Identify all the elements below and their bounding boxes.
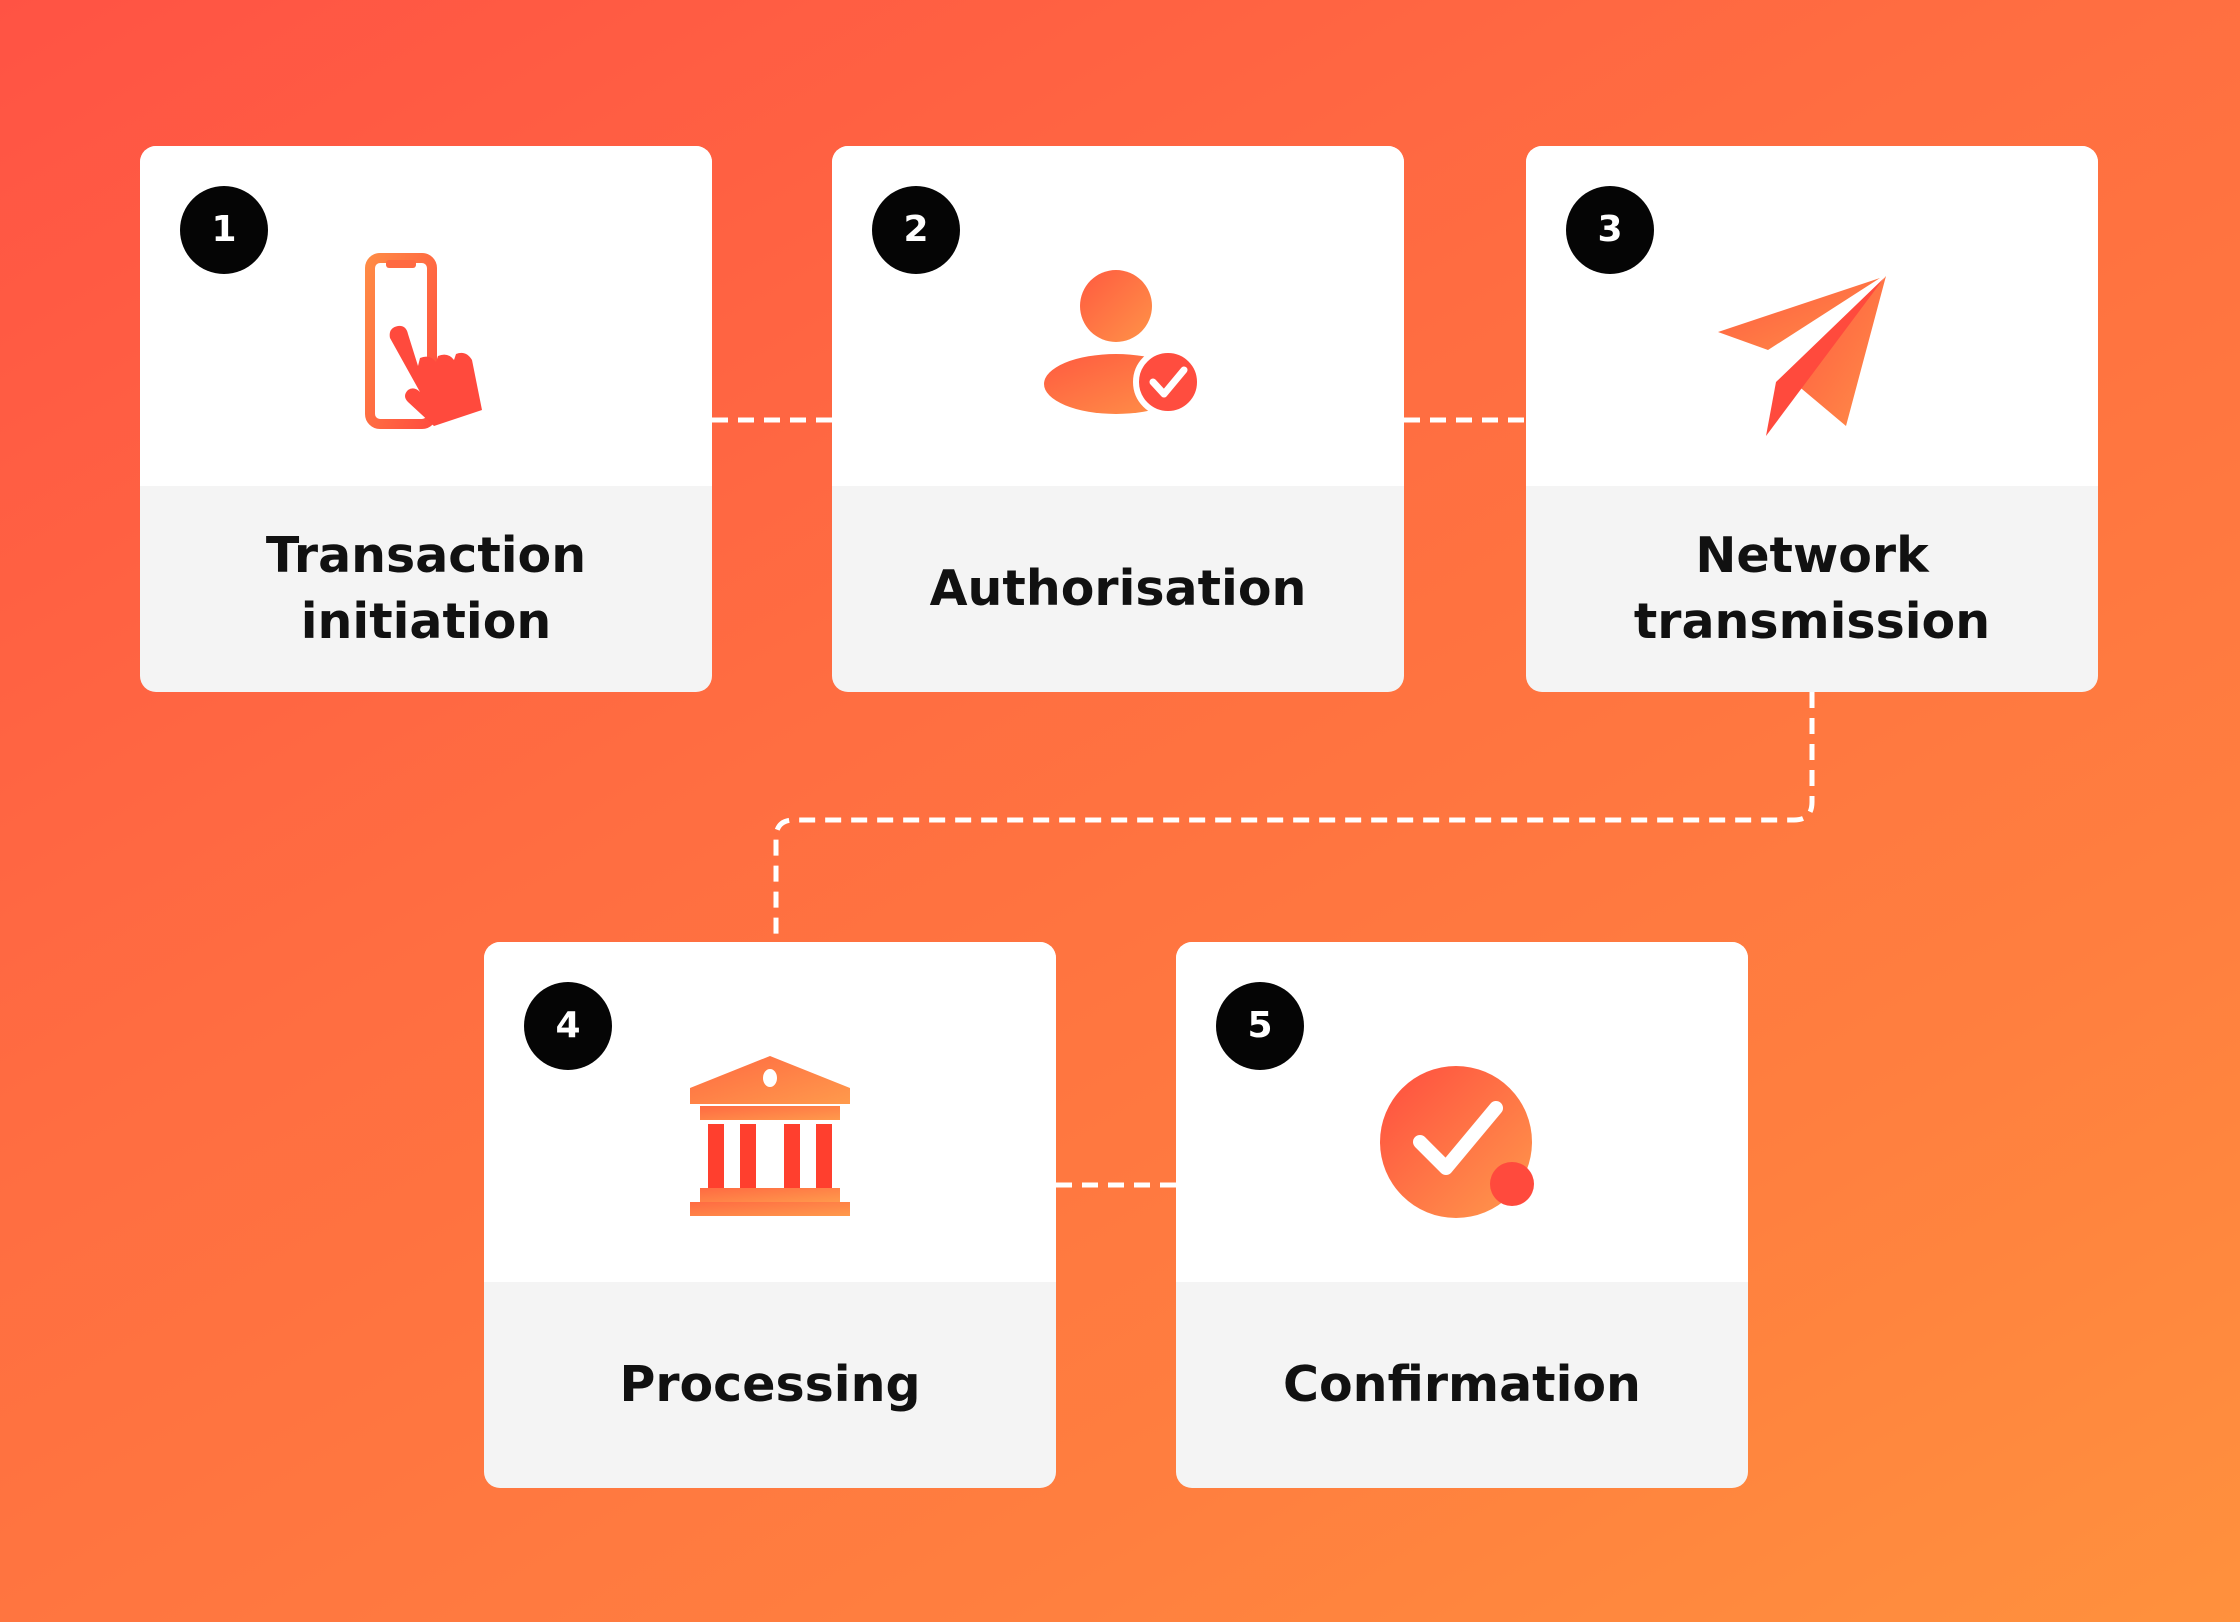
step-card-network-transmission: 3 Network transmission [1526, 146, 2098, 692]
step-label: Processing [619, 1356, 921, 1413]
step-label: Network transmission [1633, 527, 1991, 650]
step-card-processing: 4 Processing [484, 942, 1056, 1488]
step-card-authorisation: 2 Authorisation [832, 146, 1404, 692]
bank-icon [690, 1056, 850, 1216]
connector-3-4 [773, 692, 1815, 942]
step-number-badge: 5 [1216, 982, 1304, 1070]
check-circle-icon [1380, 1066, 1534, 1218]
step-label: Transaction initiation [265, 527, 587, 650]
phone-tap-icon [365, 253, 482, 429]
step-number-badge: 4 [524, 982, 612, 1070]
step-number-badge: 2 [872, 186, 960, 274]
step-number-badge: 3 [1566, 186, 1654, 274]
step-card-transaction-initiation: 1 Transaction initiation [140, 146, 712, 692]
step-label: Confirmation [1283, 1356, 1641, 1413]
paper-plane-icon [1718, 276, 1886, 436]
step-card-confirmation: 5 Confirmation [1176, 942, 1748, 1488]
step-number-badge: 1 [180, 186, 268, 274]
user-verified-icon [1044, 270, 1203, 417]
step-label: Authorisation [929, 560, 1307, 617]
